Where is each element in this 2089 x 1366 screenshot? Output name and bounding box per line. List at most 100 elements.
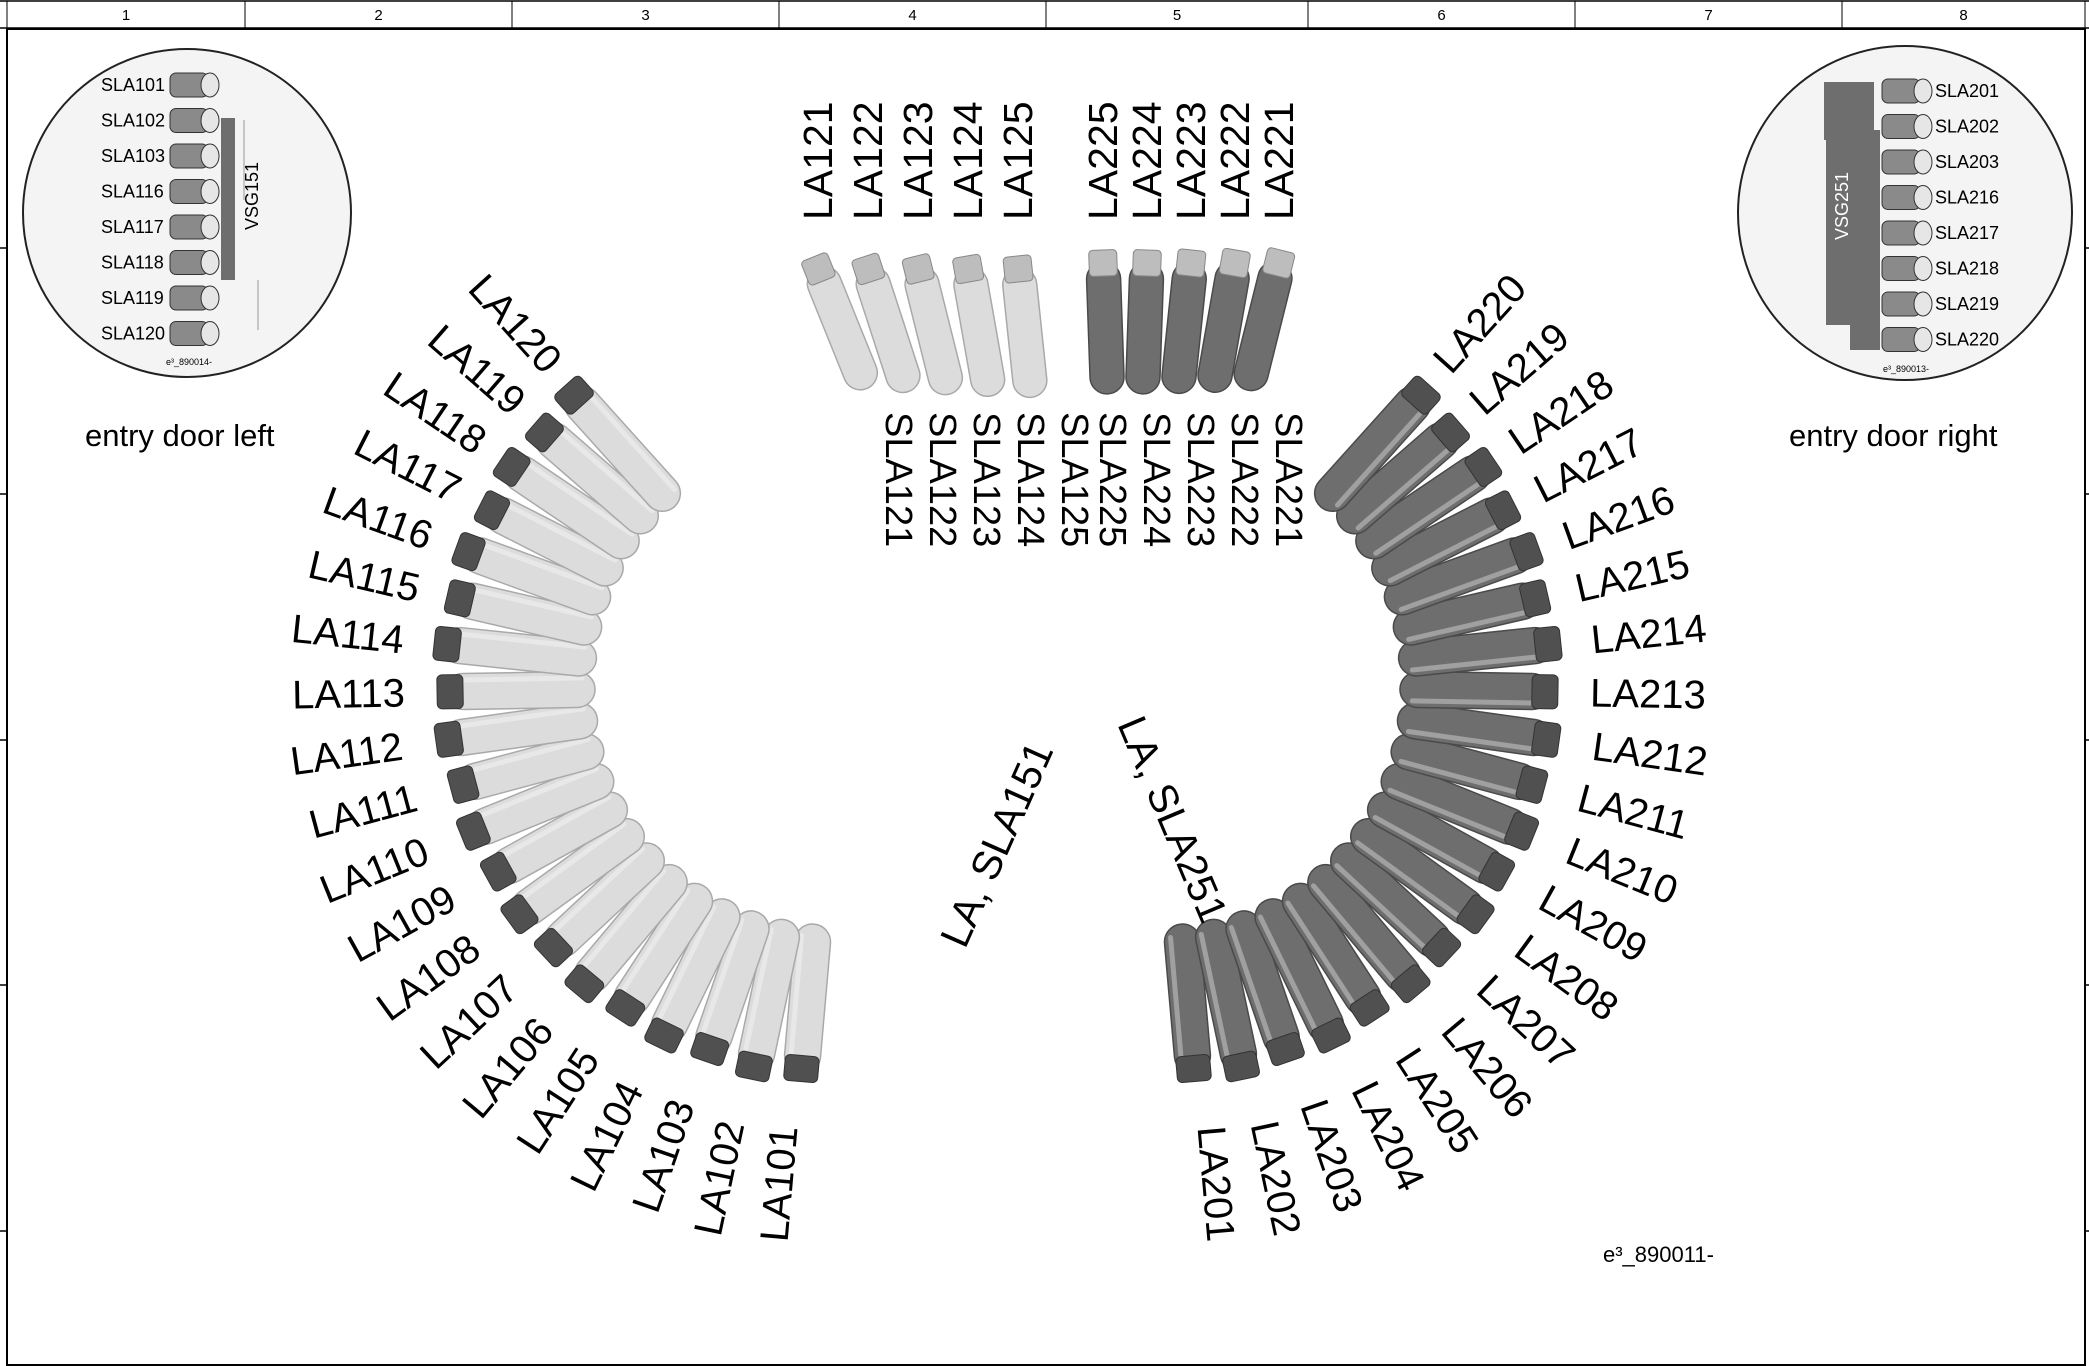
cylinder-la106 [564,863,688,1004]
label-sla222: SLA222 [1223,412,1265,547]
door-slot-cap [200,72,220,98]
label-la201: LA201 [1189,1124,1243,1243]
cylinder-la221 [1233,247,1296,392]
label-sla221: SLA221 [1267,412,1309,547]
door-slot-label: SLA101 [101,75,165,95]
door-slot-cap [1913,220,1933,246]
cylinder-la108 [500,817,646,935]
cylinder-la122 [851,252,921,394]
door-slot-label: SLA118 [101,253,164,273]
cylinder-la104 [644,898,741,1054]
label-la213: LA213 [1590,672,1706,718]
cylinder-la203 [1225,910,1305,1066]
label-la122: LA122 [845,101,891,220]
drawing-frame [6,28,2086,1366]
cylinder-la124 [952,253,1006,398]
label-la223: LA223 [1168,101,1214,220]
group-label-left: LA, SLA151 [931,735,1062,954]
cylinder-array [432,247,1563,1084]
door-slot-label: SLA120 [101,324,165,344]
door-slot-cap [1913,114,1933,139]
vsg151-label: VSG151 [242,162,262,230]
door-slot-cap [200,143,220,169]
door-right-circle [1737,45,2073,381]
label-la114: LA114 [289,607,406,663]
door-slot-label: SLA217 [1935,223,1999,243]
cylinder-la120 [554,375,682,513]
cylinder-la217 [1371,490,1522,587]
entry-door-left-detail: VSG151 SLA101SLA102SLA103SLA116SLA117SLA… [22,48,352,453]
cylinder-la110 [455,762,615,851]
door-slot-cap [1913,78,1933,104]
door-slot-label: SLA119 [101,288,164,308]
cylinder-la123 [901,253,964,396]
label-sla121: SLA121 [877,412,919,547]
cylinder-la113 [436,670,596,711]
cylinder-la211 [1390,733,1549,804]
cylinder-la223 [1161,248,1207,395]
cylinder-la103 [690,910,770,1066]
door-slot-label: SLA219 [1935,294,1999,314]
cylinder-la220 [1313,375,1441,513]
vsg251-label: VSG251 [1832,172,1852,240]
label-la212: LA212 [1590,725,1711,785]
door-left-ref: e³_890014- [166,357,212,367]
cylinder-la222 [1197,247,1251,394]
row-ticks [0,247,2089,1232]
label-sla224: SLA224 [1135,412,1177,547]
cylinder-la208 [1349,817,1495,935]
cylinder-la210 [1380,762,1540,851]
cylinder-la107 [533,842,666,968]
door-slot-cap [200,285,220,311]
door-slot-label: SLA220 [1935,330,1999,350]
door-slot-label: SLA218 [1935,259,1999,279]
cylinder-la102 [735,918,801,1083]
cylinder-la125 [1002,254,1048,399]
ruler-column-1: 1 [122,7,130,24]
label-la215: LA215 [1571,542,1694,611]
label-la102: LA102 [686,1117,753,1239]
door-slot-cap [1913,291,1933,317]
door-slot-label: SLA103 [101,146,165,166]
label-sla122: SLA122 [921,412,963,547]
label-la113: LA113 [292,672,405,718]
cylinder-la219 [1335,412,1470,535]
door-slot-label: SLA216 [1935,188,1999,208]
vsg151-block [221,118,235,280]
ruler-column-6: 6 [1437,7,1445,24]
cylinder-la218 [1355,446,1503,560]
label-la121: LA121 [795,101,841,220]
cylinder-la109 [479,791,629,892]
cylinder-la206 [1307,863,1431,1004]
door-slot-cap [1913,149,1933,175]
cylinder-la111 [446,733,605,804]
door-slot-label: SLA116 [101,182,164,202]
document-reference: e³_890011- [1603,1242,1714,1267]
entry-door-right-detail: VSG251 SLA201SLA202SLA203SLA216SLA217SLA… [1737,45,2073,453]
group-label-right: LA, SLA251 [1109,710,1237,929]
label-la224: LA224 [1124,101,1170,220]
ruler-column-4: 4 [908,7,916,24]
cylinder-la105 [605,882,714,1027]
door-slot-label: SLA117 [101,217,164,237]
label-la123: LA123 [895,101,941,220]
label-la214: LA214 [1589,607,1709,663]
label-sla123: SLA123 [965,412,1007,547]
door-slot-cap [1913,256,1933,281]
label-la202: LA202 [1242,1117,1309,1239]
ruler-column-3: 3 [641,7,649,24]
door-slot-label: SLA201 [1935,81,1999,101]
door-right-ref: e³_890013- [1883,364,1929,374]
door-slot-cap [200,321,220,346]
cylinder-la121 [801,252,879,391]
door-left-circle [22,48,352,378]
cylinder-la213 [1399,670,1559,711]
cylinder-la209 [1366,791,1516,892]
door-slot-label: SLA203 [1935,152,1999,172]
cylinder-la212 [1396,702,1562,758]
label-la222: LA222 [1212,101,1258,220]
cylinder-la225 [1085,249,1125,395]
ruler-column-8: 8 [1959,7,1967,24]
cylinder-la207 [1329,842,1462,968]
